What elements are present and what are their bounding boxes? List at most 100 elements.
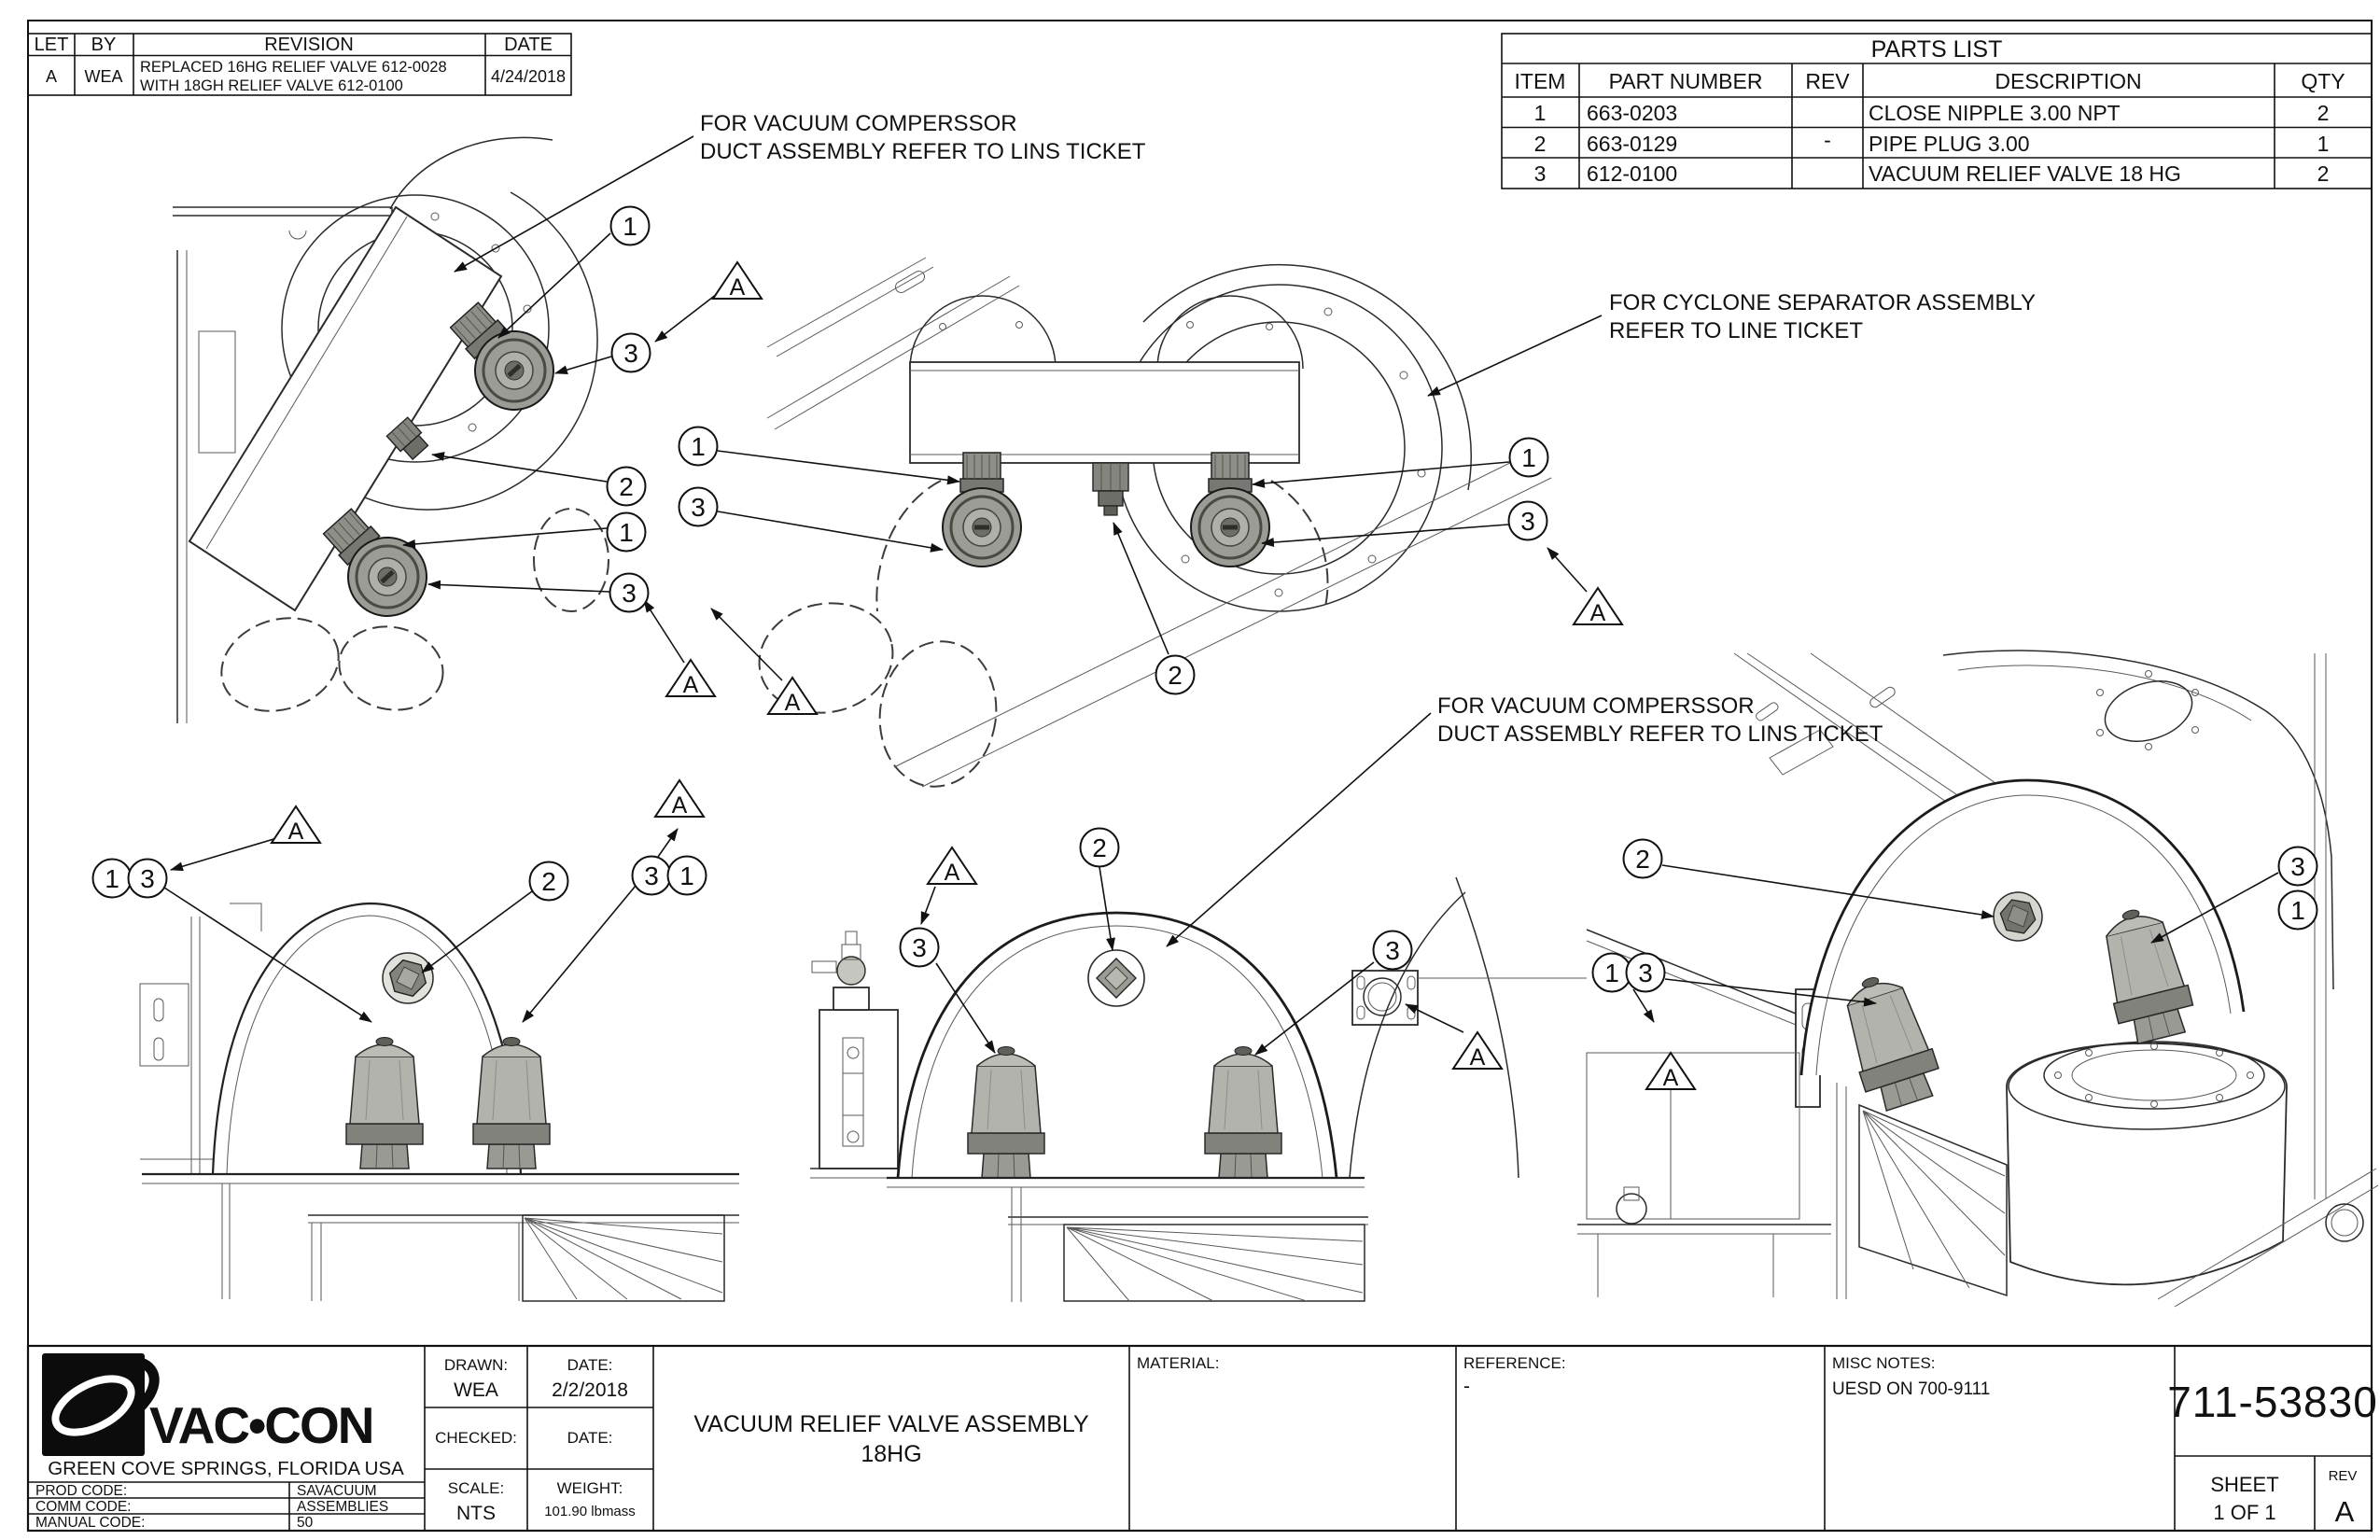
- balloon-number: 1: [619, 518, 634, 547]
- balloon-item-3: [610, 332, 651, 373]
- detail-triangle-letter: A: [672, 792, 688, 819]
- detail-triangle: [270, 805, 322, 844]
- annotation-compressor-duct-1-line1: FOR VACUUM COMPERSSOR: [700, 111, 1017, 136]
- balloon-item-2: [528, 861, 569, 902]
- view-dome-left: [139, 902, 739, 1302]
- leader-line: [497, 232, 611, 339]
- view-compressor-duct: [173, 136, 609, 723]
- view-blower-shroud: [1577, 650, 2379, 1308]
- balloon-item-1: [606, 511, 647, 553]
- leader-line: [710, 608, 783, 681]
- drawing-title-line1: VACUUM RELIEF VALVE ASSEMBLY: [693, 1411, 1089, 1437]
- material-label: MATERIAL:: [1137, 1354, 1219, 1372]
- balloon-number: 3: [644, 861, 659, 890]
- balloon-number: 3: [623, 339, 638, 368]
- leader-line: [1099, 866, 1115, 951]
- company-name: VAC•CON: [149, 1396, 373, 1454]
- balloon-item-2: [1155, 654, 1196, 695]
- annotations: FOR VACUUM COMPERSSOR DUCT ASSEMBLY REFE…: [700, 111, 2036, 747]
- date1-value: 2/2/2018: [552, 1379, 628, 1401]
- balloon-item-3: [609, 572, 650, 613]
- svg-text:2: 2: [2317, 161, 2330, 186]
- balloon-number: 3: [2290, 852, 2305, 881]
- rev-label: REV: [2329, 1468, 2358, 1484]
- balloon-item-2: [1079, 827, 1120, 868]
- detail-triangle: [1572, 586, 1624, 625]
- rev-col-revision: REVISION: [264, 35, 354, 55]
- company-location: GREEN COVE SPRINGS, FLORIDA USA: [48, 1458, 404, 1479]
- svg-text:663-0129: 663-0129: [1587, 132, 1677, 156]
- detail-triangle: [1451, 1030, 1504, 1070]
- balloon-item-2: [606, 466, 647, 507]
- square-plug-view4: [1087, 949, 1145, 1007]
- balloon-item-3: [2277, 846, 2318, 887]
- detail-triangle: [1645, 1051, 1697, 1090]
- detail-triangle-letter: A: [945, 860, 960, 886]
- detail-triangle-letter: A: [1590, 600, 1606, 626]
- balloon-number: 3: [1385, 936, 1400, 965]
- leader-line: [920, 886, 936, 925]
- comm-code-label: COMM CODE:: [35, 1499, 131, 1515]
- balloon-item-1: [2277, 889, 2318, 931]
- leader-line: [935, 962, 996, 1054]
- balloon-number: 3: [1638, 959, 1653, 987]
- misc-notes-label: MISC NOTES:: [1832, 1354, 1936, 1372]
- svg-text:PIPE PLUG 3.00: PIPE PLUG 3.00: [1869, 132, 2030, 156]
- hex-plug-view3: [382, 952, 434, 1004]
- parts-row-1: 1 663-0203 CLOSE NIPPLE 3.00 NPT 2: [1534, 101, 2330, 125]
- balloon-number: 1: [2290, 896, 2305, 925]
- balloon-number: 3: [622, 579, 637, 608]
- drawn-label: DRAWN:: [444, 1356, 508, 1374]
- leader-line: [1547, 547, 1588, 593]
- balloon-item-1: [678, 426, 719, 467]
- leader-line: [431, 452, 608, 483]
- parts-row-2: 2 663-0129 - PIPE PLUG 3.00 1: [1534, 128, 2330, 156]
- rev-row-date: 4/24/2018: [491, 67, 566, 86]
- svg-text:663-0203: 663-0203: [1587, 101, 1677, 125]
- svg-text:3: 3: [1534, 161, 1547, 186]
- balloon-item-3: [678, 486, 719, 527]
- detail-triangle-letter: A: [288, 819, 304, 845]
- balloon-number: 2: [1092, 833, 1107, 862]
- leader-line: [402, 527, 608, 549]
- manual-code-label: MANUAL CODE:: [35, 1515, 145, 1531]
- balloon-number: 1: [691, 432, 706, 461]
- balloon-number: 2: [1635, 845, 1650, 874]
- title-block: VAC•CON GREEN COVE SPRINGS, FLORIDA USA …: [26, 1344, 2377, 1533]
- annotation-compressor-duct-2-line1: FOR VACUUM COMPERSSOR: [1437, 693, 1755, 719]
- rev-col-by: BY: [91, 35, 117, 55]
- balloon-number: 2: [619, 472, 634, 501]
- view-dome-middle: [810, 876, 1587, 1302]
- reference-label: REFERENCE:: [1463, 1354, 1566, 1372]
- svg-text:-: -: [1824, 128, 1831, 152]
- balloon-number: 2: [541, 867, 556, 896]
- manual-code-value: 50: [297, 1515, 314, 1531]
- pipe-plug-view1: [385, 416, 429, 461]
- detail-triangle-letter: A: [785, 690, 801, 716]
- leader-line: [163, 887, 372, 1023]
- pipe-plug-view2: [1092, 462, 1129, 516]
- detail-triangle: [653, 778, 706, 818]
- balloon-number: 1: [623, 212, 637, 241]
- parts-row-3: 3 612-0100 VACUUM RELIEF VALVE 18 HG 2: [1534, 161, 2330, 186]
- balloon-number: 1: [1604, 959, 1619, 987]
- leader-line: [427, 580, 610, 593]
- leader-line: [657, 828, 679, 858]
- annotation-compressor-duct-1-line2: DUCT ASSEMBLY REFER TO LINS TICKET: [700, 139, 1146, 164]
- detail-triangle: [926, 846, 978, 885]
- parts-col-partnumber: PART NUMBER: [1609, 69, 1763, 93]
- balloon-item-1: [1508, 437, 1549, 478]
- svg-text:1: 1: [2317, 132, 2330, 156]
- balloon-item-2: [1622, 838, 1663, 879]
- leader-line: [1405, 1003, 1464, 1033]
- leader-line: [717, 511, 944, 553]
- parts-col-rev: REV: [1805, 69, 1850, 93]
- leader-line: [522, 885, 637, 1023]
- balloon-number: 3: [691, 493, 706, 522]
- leader-line: [1632, 988, 1655, 1023]
- annotation-cyclone-line1: FOR CYCLONE SEPARATOR ASSEMBLY: [1609, 290, 2036, 315]
- balloon-number: 1: [1521, 443, 1536, 472]
- balloon-number: 3: [1520, 507, 1535, 536]
- leader-line: [170, 836, 281, 872]
